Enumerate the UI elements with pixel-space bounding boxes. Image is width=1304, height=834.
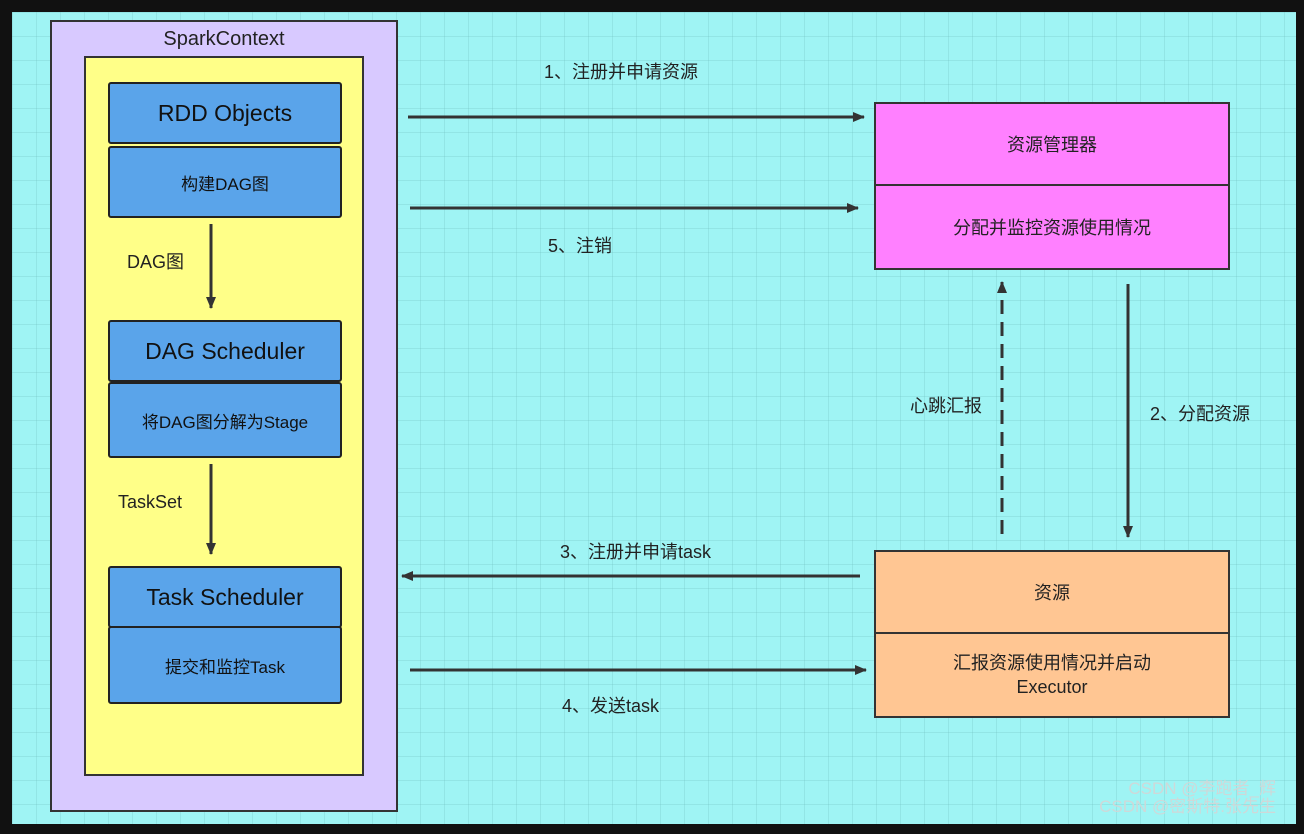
diagram-canvas: SparkContext RDD Objects 构建DAG图 DAG图 DAG…: [12, 12, 1296, 824]
watermark-line2: CSDN @密斯特.张先生: [1099, 797, 1276, 816]
arrow-label-3: 3、注册并申请task: [560, 542, 712, 562]
arrow-label-2: 2、分配资源: [1150, 404, 1251, 424]
arrow-label-4: 4、发送task: [562, 696, 660, 716]
watermark-line1: CSDN @李跑者_辉: [1128, 779, 1276, 798]
task-scheduler-body: 提交和监控Task: [108, 626, 342, 704]
dag-scheduler-body: 将DAG图分解为Stage: [108, 382, 342, 458]
arrow-label-5: 5、注销: [548, 236, 613, 256]
heartbeat-label: 心跳汇报: [910, 396, 982, 416]
dag-scheduler-header: DAG Scheduler: [108, 320, 342, 382]
dag-graph-label: DAG图: [127, 252, 185, 272]
spark-context-title: SparkContext: [163, 28, 285, 50]
resource-manager-body: 分配并监控资源使用情况: [874, 184, 1230, 270]
resource-body-line2: Executor: [1016, 677, 1088, 697]
watermark: CSDN @李跑者_辉 CSDN @密斯特.张先生: [1099, 780, 1276, 816]
resource-body-line1: 汇报资源使用情况并启动: [953, 653, 1151, 673]
rdd-objects-body: 构建DAG图: [108, 146, 342, 218]
rdd-objects-header: RDD Objects: [108, 82, 342, 144]
arrow-layer: [206, 112, 1133, 675]
resource-header: 资源: [874, 550, 1230, 634]
resource-body: 汇报资源使用情况并启动 Executor: [874, 632, 1230, 718]
task-scheduler-header: Task Scheduler: [108, 566, 342, 628]
taskset-label: TaskSet: [118, 492, 183, 512]
arrow-label-1: 1、注册并申请资源: [544, 62, 699, 82]
